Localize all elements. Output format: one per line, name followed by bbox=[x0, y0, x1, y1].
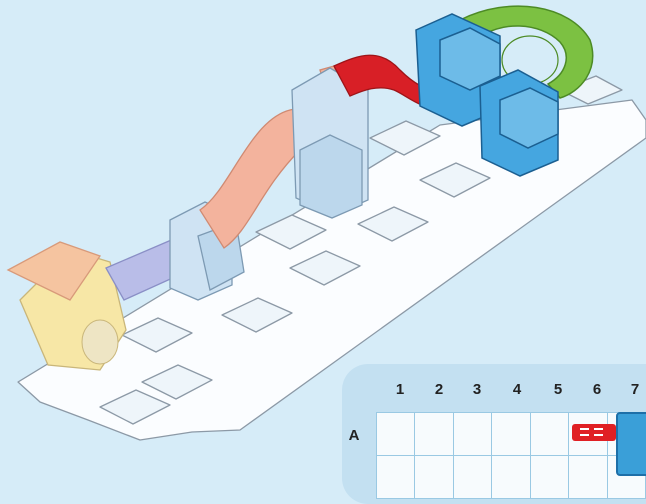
grid-cell-b1 bbox=[377, 456, 415, 499]
column-label-6: 6 bbox=[587, 381, 607, 398]
grid-cell-a3 bbox=[453, 413, 491, 456]
column-label-1: 1 bbox=[390, 381, 410, 398]
column-label-7: 7 bbox=[625, 381, 645, 398]
grid-cell-b6 bbox=[569, 456, 607, 499]
grid-cell-b4 bbox=[492, 456, 530, 499]
grid-cell-a2 bbox=[415, 413, 453, 456]
grid-cell-b3 bbox=[453, 456, 491, 499]
grid-cell-b2 bbox=[415, 456, 453, 499]
column-label-2: 2 bbox=[429, 381, 449, 398]
grid-cell-a5 bbox=[530, 413, 568, 456]
column-label-5: 5 bbox=[548, 381, 568, 398]
column-label-4: 4 bbox=[507, 381, 527, 398]
row-label-a: A bbox=[346, 427, 362, 444]
blue-tower-marker bbox=[616, 412, 646, 476]
grid-cell-a1 bbox=[377, 413, 415, 456]
grid-row-b bbox=[377, 456, 646, 499]
red-track-marker bbox=[572, 424, 616, 441]
start-lever-piece bbox=[8, 242, 126, 370]
grid-cell-b5 bbox=[530, 456, 568, 499]
grid-cell-a4 bbox=[492, 413, 530, 456]
tower-blue-front bbox=[480, 70, 558, 176]
column-label-3: 3 bbox=[467, 381, 487, 398]
